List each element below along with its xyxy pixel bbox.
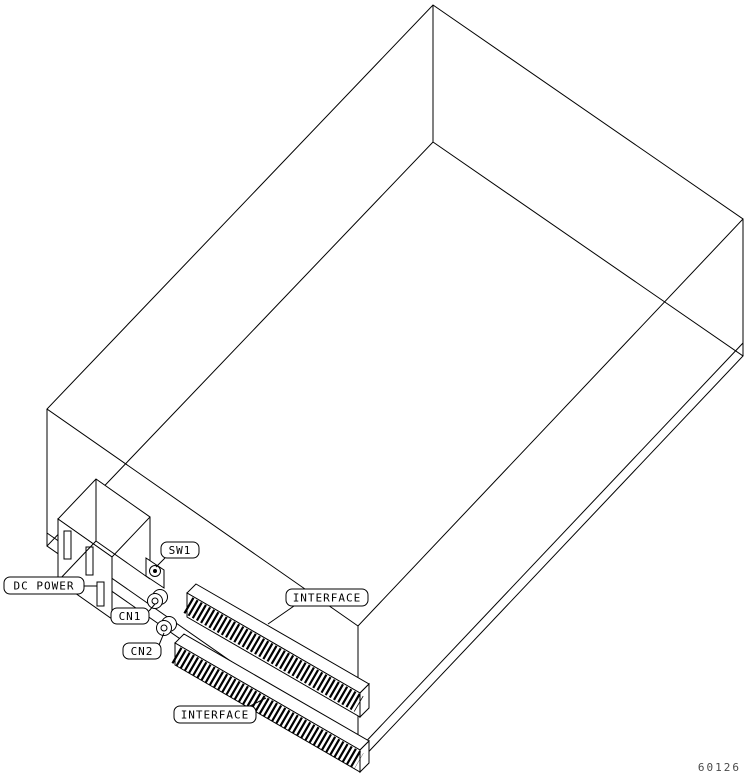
label-cn1: CN1 — [110, 607, 150, 625]
sw1-label-text: SW1 — [169, 544, 192, 557]
cn2-pin — [160, 624, 168, 632]
interface-upper-label-text: INTERFACE — [293, 592, 362, 605]
cn2-label-text: CN2 — [131, 645, 154, 658]
cn1-label-box — [110, 607, 150, 625]
cn2-connector — [156, 616, 177, 636]
cn1-label-text: CN1 — [119, 610, 142, 623]
interface-lower-label-text: INTERFACE — [181, 709, 250, 722]
interface-connector-lower — [171, 633, 370, 774]
chassis-top-face-outline — [46, 4, 744, 627]
dc-power-edge-bottom-left — [57, 540, 97, 582]
dc-power-connector — [57, 478, 151, 620]
dc-power-edge-bottom-rear — [95, 540, 151, 580]
interface-lower-pins — [171, 647, 364, 769]
label-interface-lower: INTERFACE — [173, 705, 257, 724]
sw1-leader — [155, 557, 166, 568]
dc-power-slot-3 — [96, 581, 105, 607]
cn2-leader — [158, 632, 165, 646]
chassis-bottom-face-outline — [46, 141, 744, 764]
dc-power-label-box — [3, 576, 85, 595]
diagram-root: DC POWER SW1 CN1 CN2 INTERFACE — [3, 4, 744, 774]
label-interface-upper: INTERFACE — [285, 588, 369, 607]
interface-connector-upper — [183, 583, 370, 719]
dc-power-label-text: DC POWER — [14, 580, 75, 593]
sw1-actuator — [153, 569, 157, 573]
cn1-barrel — [147, 593, 163, 609]
cn1-connector — [147, 589, 168, 609]
interface-upper-label-box — [285, 588, 369, 607]
label-sw1: SW1 — [160, 541, 200, 559]
label-dc-power: DC POWER — [3, 576, 85, 595]
sw1-label-box — [160, 541, 200, 559]
interface-upper-leader — [267, 605, 295, 625]
dc-power-slot-2 — [85, 546, 94, 576]
sw1-switch — [145, 557, 165, 589]
callout-leaders — [84, 557, 295, 707]
interface-lower-leader — [249, 697, 267, 707]
dc-power-slot-1 — [63, 530, 72, 560]
cn1-leader — [148, 603, 156, 612]
interface-upper-end-face — [359, 682, 370, 719]
interface-upper-pins — [183, 597, 364, 712]
label-cn2: CN2 — [122, 642, 162, 660]
chassis-base-lip-right — [357, 342, 744, 751]
interface-lower-end-face — [359, 739, 370, 774]
figure-number: 60126 — [698, 761, 741, 774]
interface-lower-label-box — [173, 705, 257, 724]
cn2-barrel — [156, 620, 172, 636]
callout-labels: DC POWER SW1 CN1 CN2 INTERFACE — [3, 541, 369, 724]
cn2-label-box — [122, 642, 162, 660]
